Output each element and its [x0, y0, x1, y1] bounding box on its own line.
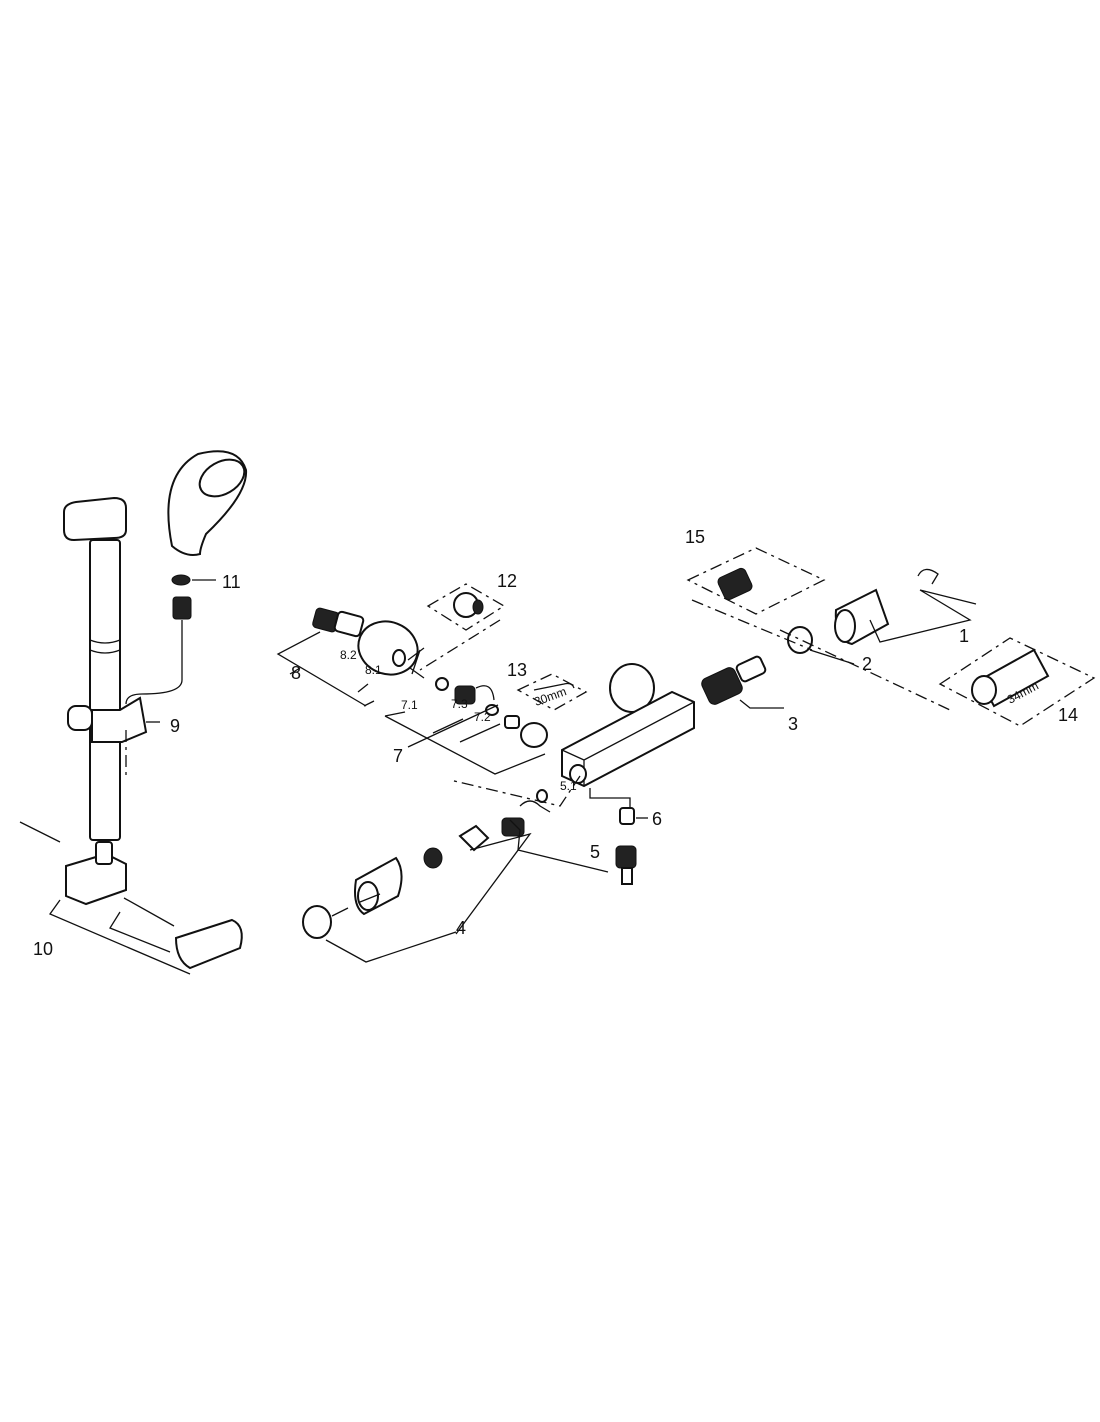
part-1-handle: [834, 568, 977, 646]
label-12: 12: [497, 571, 517, 591]
label-10: 10: [33, 939, 53, 959]
part-4-knob: [302, 824, 532, 963]
label-15: 15: [685, 527, 705, 547]
leader-10: [49, 899, 191, 975]
slider-holder: [67, 696, 148, 780]
part-14-cartridge-34mm: [938, 637, 1096, 727]
thermostat-body: [561, 663, 695, 808]
label-8-1: 8.1: [365, 663, 382, 677]
label-5-1: 5.1: [560, 779, 577, 793]
label-8: 8: [291, 663, 301, 683]
label-7-3: 7.3: [451, 697, 468, 711]
label-4: 4: [456, 918, 466, 938]
part-7-connector: [384, 677, 548, 775]
label-14: 14: [1058, 705, 1078, 725]
label-6: 6: [652, 809, 662, 829]
part-8-inlet: [276, 607, 425, 707]
label-13: 13: [507, 660, 527, 680]
label-1: 1: [959, 626, 969, 646]
part-3-cartridge: [701, 655, 784, 709]
shower-rail: [63, 496, 127, 841]
connector-line: [449, 775, 581, 807]
label-7: 7: [393, 746, 403, 766]
label-7-1: 7.1: [401, 698, 418, 712]
wall-bracket: [19, 821, 243, 970]
label-5: 5: [590, 842, 600, 862]
label-3: 3: [788, 714, 798, 734]
part-12-adapter: [419, 583, 506, 671]
label-11: 11: [222, 572, 241, 592]
hand-shower: [125, 450, 248, 705]
label-9: 9: [170, 716, 180, 736]
leader-2: [809, 649, 855, 665]
part-15-spare-cartridge: [686, 547, 951, 711]
label-7-2: 7.2: [474, 710, 491, 724]
part-13-wrench: [516, 673, 588, 711]
part-6-nipple: [615, 807, 648, 885]
label-8-2: 8.2: [340, 648, 357, 662]
label-2: 2: [862, 654, 872, 674]
part-5-valve: [501, 789, 609, 873]
